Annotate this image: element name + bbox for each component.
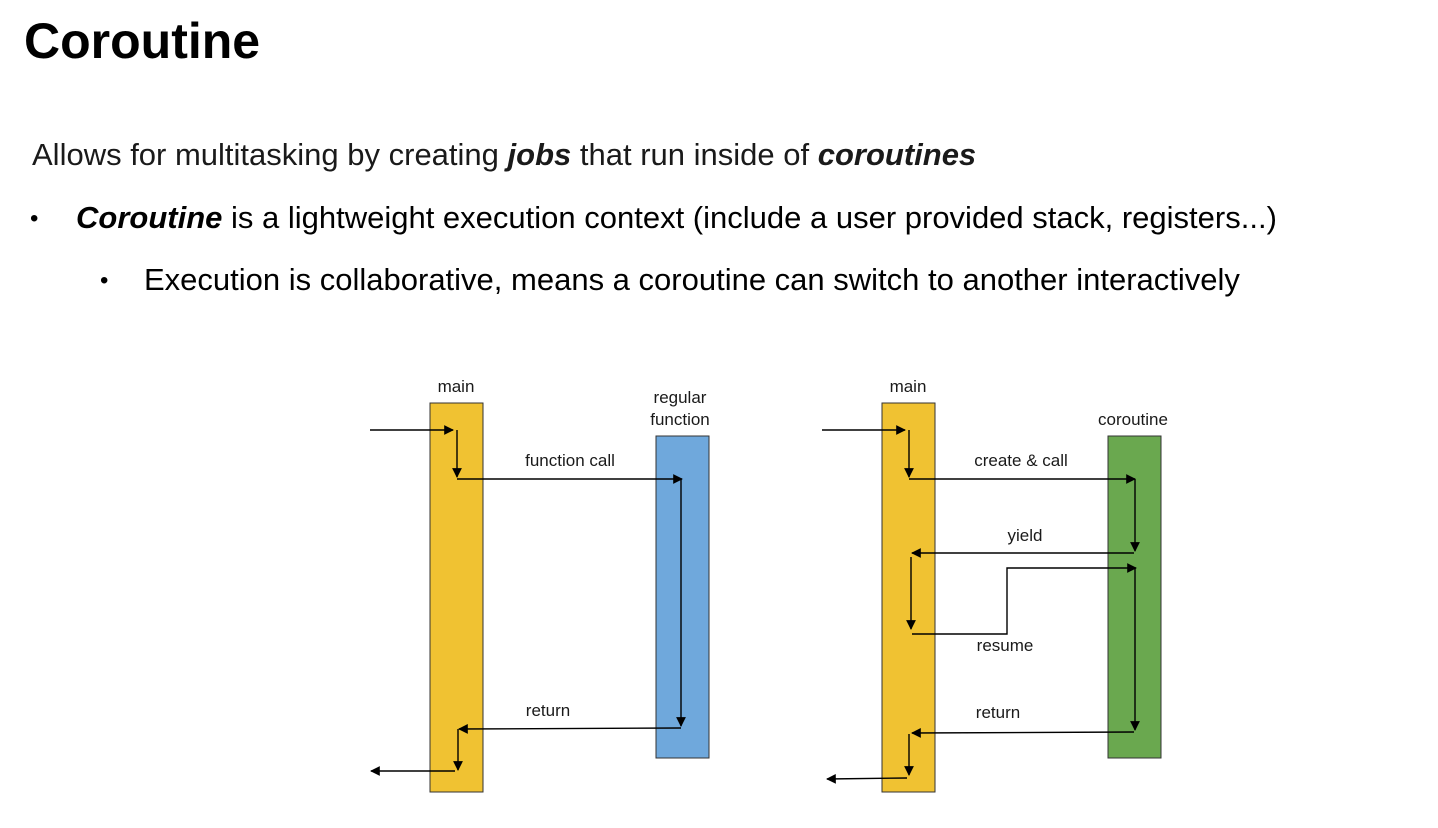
bullet-line-2: Execution is collaborative, means a coro… (144, 262, 1240, 297)
left-return-arrow (458, 724, 682, 734)
regular-function-bar (655, 435, 710, 759)
regular-function-diagram: main regular function function call retu… (370, 377, 710, 793)
regular-label-line2: function (650, 410, 710, 429)
intro-line: Allows for multitasking by creating jobs… (32, 137, 976, 173)
intro-jobs: jobs (507, 137, 572, 172)
bullet-line-1: Coroutine is a lightweight execution con… (76, 200, 1277, 236)
left-main-label: main (438, 377, 475, 396)
left-main-bar (429, 402, 484, 793)
bullet1-rest: is a lightweight execution context (incl… (222, 200, 1277, 235)
right-return-label: return (976, 703, 1020, 722)
bullet-dot-2: • (100, 267, 109, 294)
right-exit-arrow (826, 773, 908, 784)
coroutine-diagram: main coroutine create & call yield resum… (822, 377, 1168, 793)
regular-label-line1: regular (654, 388, 707, 407)
right-main-label: main (890, 377, 927, 396)
bullet1-coroutine: Coroutine (76, 200, 223, 235)
left-call-label: function call (525, 451, 615, 470)
intro-mid: that run inside of (571, 137, 818, 172)
intro-pre: Allows for multitasking by creating (32, 137, 508, 172)
right-call-label: create & call (974, 451, 1068, 470)
resume-label: resume (977, 636, 1034, 655)
left-return-label: return (526, 701, 570, 720)
intro-coroutines: coroutines (817, 137, 977, 172)
slide-title: Coroutine (24, 13, 261, 69)
bullet-dot-1: • (30, 205, 39, 232)
coroutine-label: coroutine (1098, 410, 1168, 429)
resume-arrow (912, 563, 1137, 635)
right-return-arrow (911, 728, 1135, 738)
yield-label: yield (1008, 526, 1043, 545)
